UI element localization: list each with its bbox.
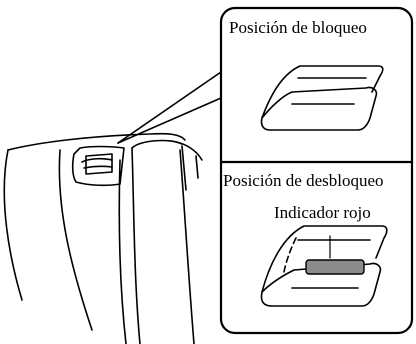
lock-position-label: Posición de bloqueo	[229, 18, 367, 37]
unlock-position-label: Posición de desbloqueo	[223, 171, 384, 190]
latch-locked-illustration	[260, 65, 384, 131]
seat-belt-illustration	[131, 139, 203, 344]
callout-frame	[219, 6, 414, 335]
red-indicator-bar	[305, 259, 365, 275]
latch-unlocked-illustration	[260, 225, 388, 307]
red-indicator-label: Indicador rojo	[274, 203, 371, 222]
seat-back-illustration	[3, 132, 186, 344]
callout-lines	[117, 71, 222, 144]
